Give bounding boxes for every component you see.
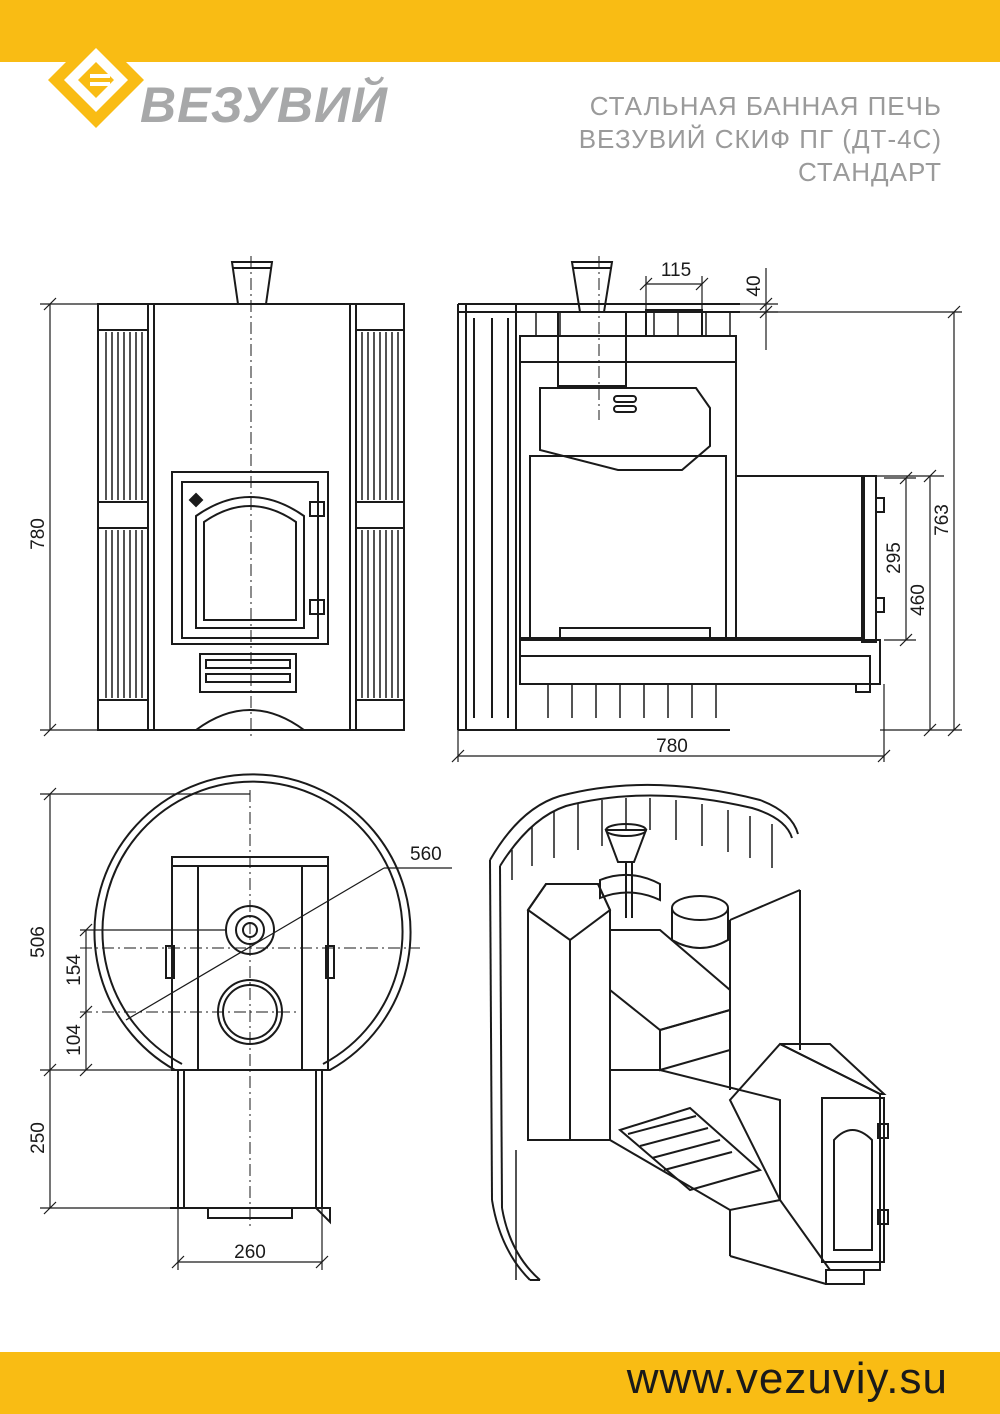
dim-plan-tunnel-width: 260 — [234, 1242, 266, 1263]
product-title-line-3: СТАНДАРТ — [797, 157, 942, 187]
dim-side-depth: 780 — [656, 736, 688, 757]
product-title-line-1: СТАЛЬНАЯ БАННАЯ ПЕЧЬ — [589, 91, 942, 121]
dim-plan-offset-a: 154 — [64, 954, 85, 986]
front-view — [40, 256, 405, 737]
dim-side-tunnel-height: 460 — [908, 584, 929, 616]
brand-logo-icon — [48, 32, 144, 128]
dim-side-top-offset: 115 — [661, 260, 691, 281]
product-title: СТАЛЬНАЯ БАННАЯ ПЕЧЬ ВЕЗУВИЙ СКИФ ПГ (ДТ… — [579, 90, 942, 189]
dim-plan-offset-b: 104 — [64, 1024, 85, 1056]
dim-side-door-height: 295 — [884, 542, 905, 574]
dim-plan-tunnel-length: 250 — [28, 1122, 49, 1154]
dim-plan-depth: 506 — [28, 926, 49, 958]
plan-view — [40, 773, 452, 1270]
brand-name: ВЕЗУВИЙ — [140, 77, 388, 133]
dim-side-top-height: 40 — [744, 275, 765, 296]
product-title-line-2: ВЕЗУВИЙ СКИФ ПГ (ДТ-4С) — [578, 124, 942, 154]
side-view — [451, 256, 962, 763]
top-accent-band — [0, 0, 1000, 62]
website-url: www.vezuviy.su — [626, 1354, 948, 1403]
isometric-view — [489, 783, 889, 1285]
dim-plan-diameter: 560 — [410, 844, 442, 865]
bottom-accent-band — [0, 1352, 1000, 1414]
dim-side-total-height: 763 — [932, 504, 953, 536]
dim-front-height: 780 — [28, 518, 49, 550]
